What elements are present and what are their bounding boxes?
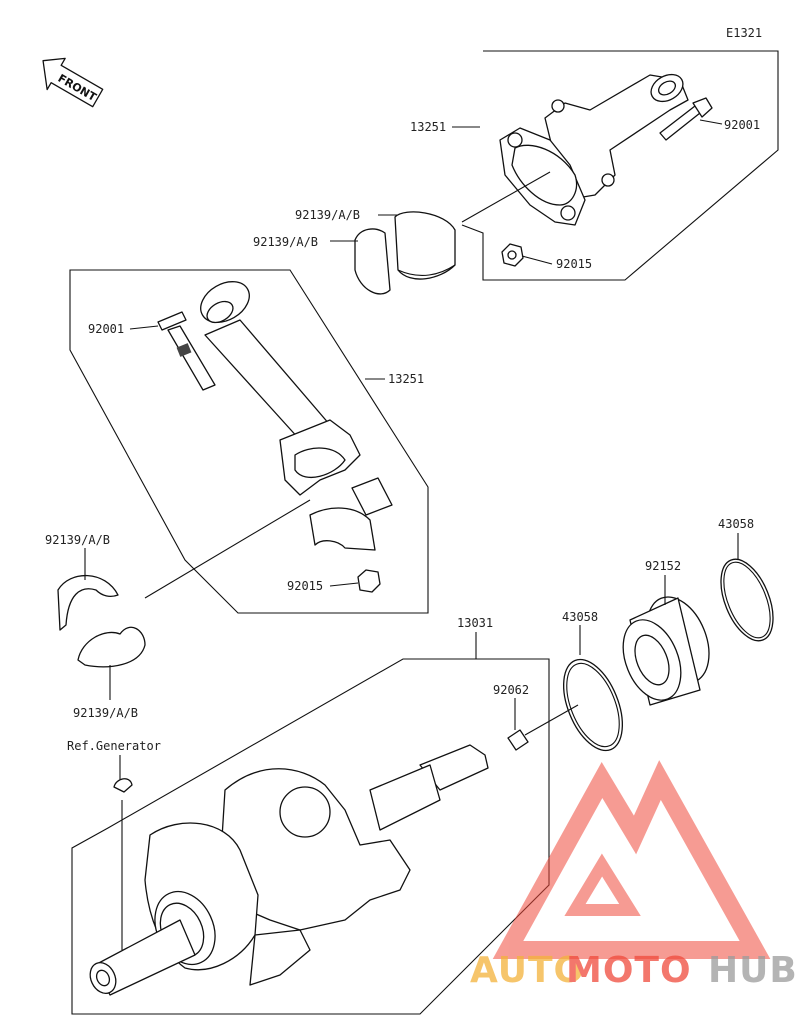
watermark-text: AUTO MOTO HUB — [470, 950, 798, 991]
label-nut-lower: 92015 — [287, 579, 323, 593]
label-bolt-upper: 92001 — [724, 118, 760, 132]
crankshaft-group — [71, 658, 550, 1015]
bolt-lower — [157, 311, 216, 391]
nut-lower — [357, 569, 381, 593]
ring-right — [720, 558, 774, 642]
watermark-logo-icon — [492, 760, 771, 959]
label-rod-lower: 13251 — [388, 372, 424, 386]
diagram-code: E1321 — [726, 26, 762, 40]
generator-key — [113, 778, 133, 793]
label-ring-left: 43058 — [562, 610, 598, 624]
ring-left — [563, 658, 623, 752]
bearing-lower-pair — [57, 574, 146, 668]
label-collar: 92152 — [645, 559, 681, 573]
watermark-hub: HUB — [708, 950, 798, 991]
label-bearing-a1: 92139/A/B — [295, 208, 360, 222]
label-bearing-b2: 92139/A/B — [73, 706, 138, 720]
bolt-upper — [659, 97, 713, 141]
label-plug: 92062 — [493, 683, 529, 697]
plug — [507, 729, 529, 751]
crankshaft — [89, 744, 489, 996]
upper-rod-frame — [461, 50, 779, 281]
lower-rod-group — [69, 269, 429, 614]
bearing-cap-lower — [309, 477, 393, 551]
leader-lines — [84, 119, 739, 950]
label-bearing-b1: 92139/A/B — [45, 533, 110, 547]
front-arrow-icon: FRONT — [42, 57, 104, 108]
crankshaft-frame — [71, 658, 550, 1015]
label-crankshaft: 13031 — [457, 616, 493, 630]
label-bolt-lower: 92001 — [88, 322, 124, 336]
lower-rod-frame — [69, 269, 429, 614]
label-ring-right: 43058 — [718, 517, 754, 531]
label-ref-generator: Ref.Generator — [67, 739, 161, 753]
nut-upper — [501, 243, 524, 267]
connecting-rod-lower — [200, 281, 361, 496]
bearing-upper-pair — [354, 211, 456, 295]
label-bearing-a2: 92139/A/B — [253, 235, 318, 249]
watermark-auto: AUTO — [470, 950, 585, 991]
connecting-rod-upper — [499, 73, 689, 226]
collar — [622, 596, 710, 706]
label-nut-upper: 92015 — [556, 257, 592, 271]
upper-rod-group — [461, 50, 779, 281]
watermark-moto: MOTO — [566, 950, 692, 991]
label-rod-upper: 13251 — [410, 120, 446, 134]
